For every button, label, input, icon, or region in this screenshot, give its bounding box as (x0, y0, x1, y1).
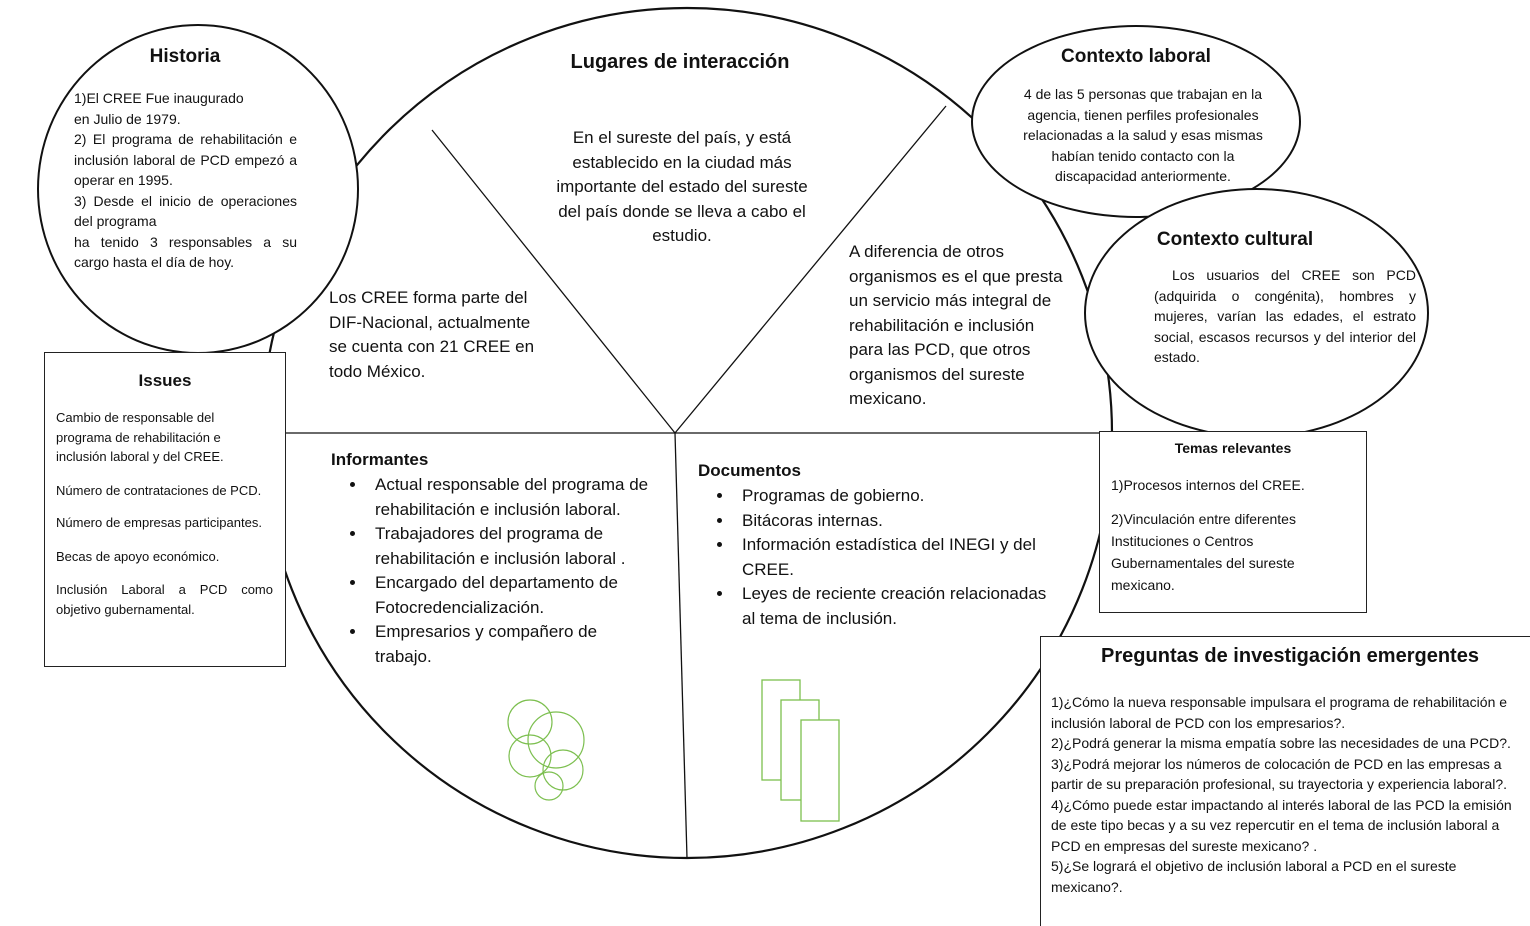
list-item: 5)¿Se logrará el objetivo de inclusión l… (1051, 858, 1457, 895)
list-item: Encargado del departamento de Fotocreden… (367, 571, 652, 620)
circles-cluster-icon (507, 699, 585, 801)
list-item: 3)¿Podrá mejorar los números de colocaci… (1051, 755, 1508, 793)
list-item: Programas de gobierno. (734, 484, 1054, 509)
list-item: Becas de apoyo económico. (56, 548, 220, 564)
preguntas-box (1040, 636, 1530, 926)
temas-box (1099, 431, 1367, 613)
contexto-cultural-ellipse (1084, 188, 1429, 438)
contexto-cultural-title: Contexto cultural (1156, 229, 1314, 250)
historia-line: 3) Desde el inicio de operaciones del pr… (74, 192, 297, 230)
list-item: Número de empresas participantes. (56, 515, 262, 530)
historia-title: Historia (149, 46, 221, 67)
informantes-list: Actual responsable del programa de rehab… (331, 473, 652, 669)
divider-upper-left (431, 129, 676, 434)
list-item: 4)¿Cómo puede estar impactando al interé… (1051, 796, 1512, 854)
historia-line: ha tenido 3 responsables a su cargo hast… (74, 233, 297, 271)
list-item: Número de contrataciones de PCD. (56, 482, 262, 498)
temas-title: Temas relevantes (1174, 440, 1292, 456)
issues-list: Cambio de responsable del programa de re… (56, 408, 273, 619)
list-item: Actual responsable del programa de rehab… (367, 473, 652, 522)
list-item: 1)¿Cómo la nueva responsable impulsara e… (1051, 694, 1508, 731)
lugares-title: Lugares de interacción (570, 51, 790, 73)
list-item: 1)Procesos internos del CREE. (1111, 477, 1305, 493)
historia-line: 1)El CREE Fue inaugurado (74, 90, 244, 106)
documentos-list: Programas de gobierno. Bitácoras interna… (698, 484, 1054, 631)
historia-line: en Julio de 1979. (74, 110, 181, 127)
list-item: Inclusión Laboral a PCD como objetivo gu… (56, 582, 273, 617)
lugares-left-text: Los CREE forma parte del DIF-Nacional, a… (329, 288, 535, 381)
list-item: Información estadística del INEGI y del … (734, 533, 1054, 582)
preguntas-title: Preguntas de investigación emergentes (1101, 645, 1479, 667)
historia-line: 2) El programa de rehabilitación e inclu… (74, 131, 297, 188)
list-item: Bitácoras internas. (734, 509, 1054, 534)
stacked-documents-icon (761, 679, 840, 822)
issues-box (44, 352, 286, 667)
preguntas-list: 1)¿Cómo la nueva responsable impulsara e… (1051, 692, 1529, 897)
temas-list: 1)Procesos internos del CREE. 2)Vinculac… (1111, 474, 1321, 596)
historia-text: 1)El CREE Fue inaugurado en Julio de 197… (74, 88, 297, 273)
list-item: 2)¿Podrá generar la misma empatía sobre … (1051, 735, 1511, 751)
contexto-laboral-text: 4 de las 5 personas que trabajan en la a… (1023, 86, 1263, 184)
divider-upper-right (674, 105, 947, 434)
contexto-cultural-text: Los usuarios del CREE son PCD (adquirida… (1154, 267, 1416, 365)
list-item: Trabajadores del programa de rehabilitac… (367, 522, 652, 571)
list-item: 2)Vinculación entre diferentes Instituci… (1111, 511, 1296, 593)
divider-vertical (674, 432, 688, 859)
issues-title: Issues (138, 371, 192, 390)
list-item: Empresarios y compañero de trabajo. (367, 620, 652, 669)
list-item: Leyes de reciente creación relacionadas … (734, 582, 1054, 631)
contexto-laboral-ellipse (971, 25, 1301, 218)
lugares-top-text: En el sureste del país, y está estableci… (556, 128, 808, 245)
lugares-right-text: A diferencia de otros organismos es el q… (849, 242, 1063, 408)
contexto-laboral-title: Contexto laboral (1061, 46, 1211, 67)
list-item: Cambio de responsable del programa de re… (56, 410, 224, 464)
informantes-title: Informantes (331, 450, 429, 469)
documentos-title: Documentos (698, 461, 801, 480)
